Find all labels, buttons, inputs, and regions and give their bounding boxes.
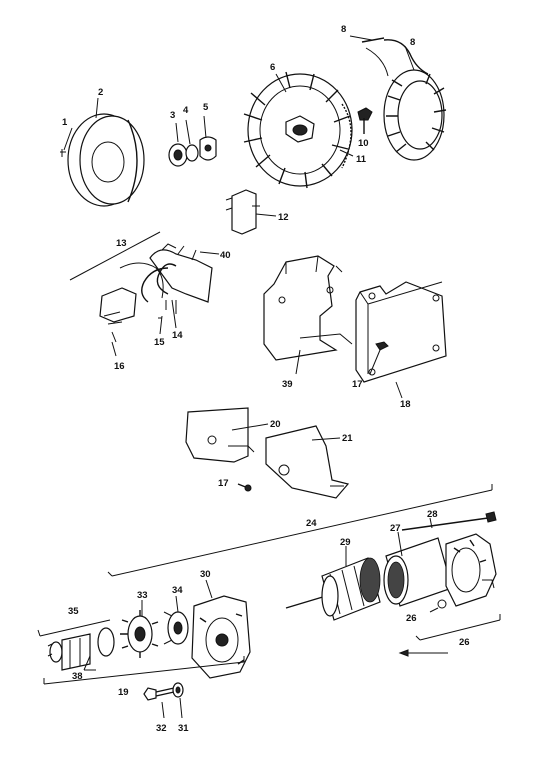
part-screw-10 bbox=[357, 107, 373, 134]
part-pinion-gear-33 bbox=[120, 600, 159, 658]
label-39: 39 bbox=[282, 379, 293, 390]
part-stator bbox=[349, 35, 447, 161]
label-1: 1 bbox=[62, 117, 68, 128]
label-8b: 8 bbox=[410, 37, 415, 48]
label-40: 40 bbox=[220, 250, 231, 261]
label-12: 12 bbox=[278, 212, 289, 223]
part-washer-31 bbox=[172, 682, 184, 719]
group-line-24 bbox=[107, 484, 493, 577]
part-nut-washer-fitting bbox=[168, 115, 217, 167]
part-bracket-12 bbox=[225, 189, 277, 235]
label-30: 30 bbox=[200, 569, 211, 580]
part-number-labels: 1 2 3 4 5 6 8 8 10 11 12 13 40 14 15 16 … bbox=[62, 24, 470, 734]
part-drive-housing-30 bbox=[191, 579, 251, 679]
part-flywheel-disc bbox=[60, 97, 145, 207]
group-line-19 bbox=[43, 656, 245, 685]
part-heat-shield-20 bbox=[185, 407, 269, 463]
part-motor-housing-27 bbox=[383, 531, 453, 607]
label-11: 11 bbox=[356, 154, 367, 165]
label-35: 35 bbox=[68, 606, 79, 617]
label-8a: 8 bbox=[341, 24, 346, 35]
part-end-cap-26 bbox=[415, 533, 501, 641]
label-33: 33 bbox=[137, 590, 148, 601]
label-10: 10 bbox=[358, 138, 369, 149]
part-retainer-34 bbox=[163, 595, 189, 645]
label-32: 32 bbox=[156, 723, 167, 734]
part-rectifier-assembly bbox=[69, 231, 220, 357]
direction-arrow bbox=[398, 649, 448, 657]
label-18: 18 bbox=[400, 399, 411, 410]
label-34: 34 bbox=[172, 585, 183, 596]
part-bolt-32 bbox=[143, 687, 175, 719]
label-5: 5 bbox=[203, 102, 209, 113]
label-29: 29 bbox=[340, 537, 351, 548]
label-2: 2 bbox=[98, 87, 103, 98]
part-shroud-panel-39 bbox=[263, 255, 353, 375]
part-armature-29 bbox=[285, 546, 381, 621]
label-26b: 26 bbox=[459, 637, 470, 648]
label-13: 13 bbox=[116, 238, 127, 249]
label-4: 4 bbox=[183, 105, 189, 116]
label-38: 38 bbox=[72, 671, 83, 682]
label-17a: 17 bbox=[352, 379, 363, 390]
label-21: 21 bbox=[342, 433, 353, 444]
label-15: 15 bbox=[154, 337, 165, 348]
part-cover-panel-18 bbox=[355, 281, 447, 399]
label-28: 28 bbox=[427, 509, 438, 520]
label-27: 27 bbox=[390, 523, 401, 534]
label-26a: 26 bbox=[406, 613, 417, 624]
part-screw-17 bbox=[237, 483, 252, 492]
label-20: 20 bbox=[270, 419, 281, 430]
label-19: 19 bbox=[118, 687, 129, 698]
label-17b: 17 bbox=[218, 478, 229, 489]
part-through-bolt-28 bbox=[401, 511, 497, 531]
label-24: 24 bbox=[306, 518, 317, 529]
part-drive-assembly-35 bbox=[37, 619, 115, 671]
label-3: 3 bbox=[170, 110, 175, 121]
part-fan-flywheel bbox=[243, 71, 354, 189]
part-heat-shield-21 bbox=[265, 425, 350, 499]
label-14: 14 bbox=[172, 330, 183, 341]
label-31: 31 bbox=[178, 723, 189, 734]
label-16: 16 bbox=[114, 361, 125, 372]
label-6: 6 bbox=[270, 62, 275, 73]
